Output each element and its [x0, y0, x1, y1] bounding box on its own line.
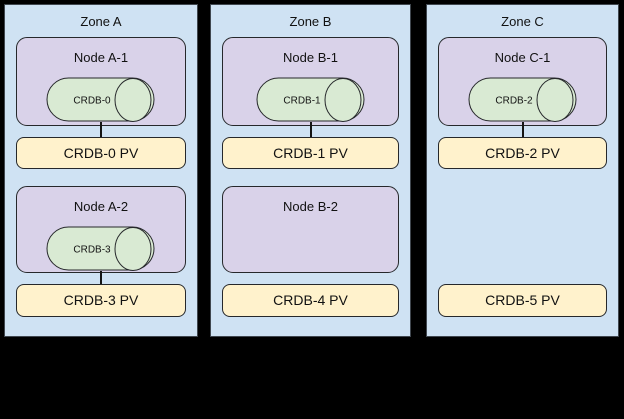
node-box-a2: Node A-2	[16, 186, 186, 273]
connector-line	[100, 122, 102, 138]
disk-label: CRDB-1	[283, 96, 321, 107]
pv-box: CRDB-2 PV	[438, 137, 607, 169]
disk-label: CRDB-0	[73, 96, 111, 107]
connector-line	[100, 271, 102, 285]
pv-box: CRDB-5 PV	[438, 284, 607, 317]
node-box-b2-empty: Node B-2	[222, 186, 399, 273]
zone-panel-a: Zone A Node A-1 CRDB-0 CRDB-0 PV Node A-…	[4, 4, 198, 337]
zone-title: Zone C	[501, 14, 544, 29]
database-cylinder-icon: CRDB-2	[468, 77, 576, 122]
disk-label: CRDB-2	[495, 96, 533, 107]
zone-title: Zone A	[80, 14, 122, 29]
node-title: Node B-2	[283, 199, 338, 214]
connector-line	[521, 122, 524, 138]
node-title: Node A-2	[73, 199, 129, 214]
pv-box: CRDB-1 PV	[222, 137, 399, 169]
zone-title: Zone B	[289, 14, 332, 29]
database-cylinder-icon: CRDB-3	[46, 226, 155, 271]
pv-box: CRDB-4 PV	[222, 284, 399, 317]
disk-label: CRDB-3	[73, 245, 111, 256]
node-title: Node A-1	[73, 50, 129, 65]
connector-line	[309, 122, 312, 138]
pv-box: CRDB-3 PV	[16, 284, 186, 317]
node-title: Node C-1	[494, 50, 551, 65]
node-title: Node B-1	[283, 50, 338, 65]
zone-panel-c: Zone C Node C-1 CRDB-2 CRDB-2 PV CRDB-5 …	[426, 4, 619, 337]
pv-box: CRDB-0 PV	[16, 137, 186, 169]
database-cylinder-icon: CRDB-1	[256, 77, 364, 122]
database-cylinder-icon: CRDB-0	[46, 77, 155, 122]
zone-panel-b: Zone B Node B-1 CRDB-1 CRDB-1 PV Node B-…	[210, 4, 411, 337]
